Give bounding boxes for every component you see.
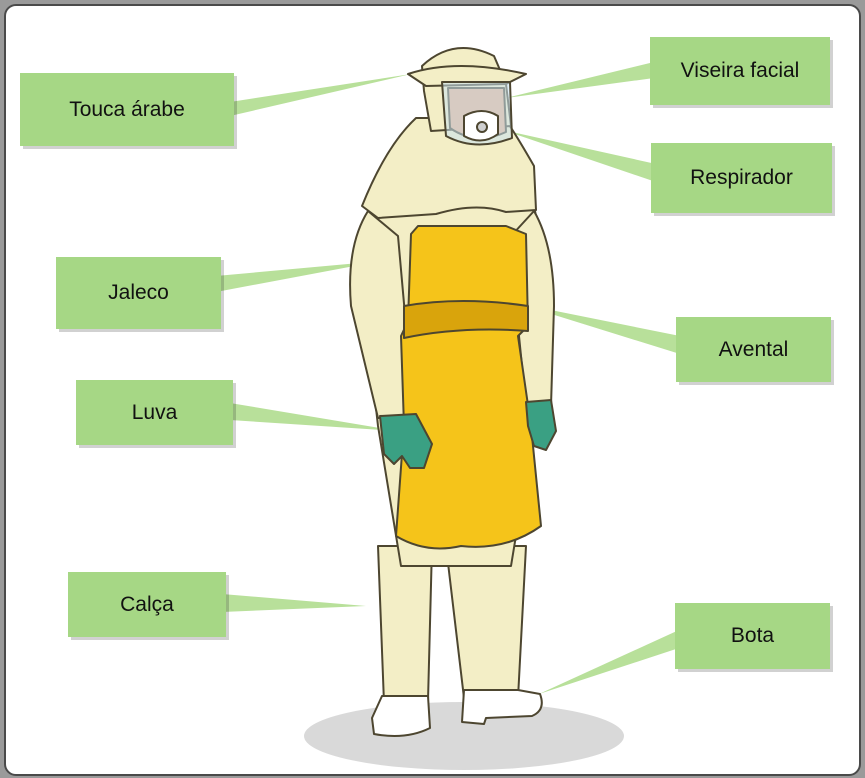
diagram-frame: Touca árabe Viseira facial Respirador Ja… <box>4 4 861 776</box>
left-leg <box>378 546 432 703</box>
label-jaleco: Jaleco <box>56 257 221 329</box>
label-respirador: Respirador <box>651 143 832 213</box>
label-luva: Luva <box>76 380 233 445</box>
label-bota: Bota <box>675 603 830 669</box>
respirator-valve <box>477 122 487 132</box>
leader-viseira <box>506 62 654 98</box>
leader-calca <box>222 594 366 612</box>
left-boot <box>372 696 430 736</box>
leader-touca <box>230 74 411 116</box>
leader-bota <box>539 630 679 694</box>
label-viseira-facial: Viseira facial <box>650 37 830 105</box>
apron <box>396 226 541 548</box>
leader-luva <box>230 403 398 431</box>
right-leg <box>446 546 526 698</box>
label-touca-arabe: Touca árabe <box>20 73 234 146</box>
label-calca: Calça <box>68 572 226 637</box>
label-avental: Avental <box>676 317 831 382</box>
worker-figure <box>350 48 556 736</box>
